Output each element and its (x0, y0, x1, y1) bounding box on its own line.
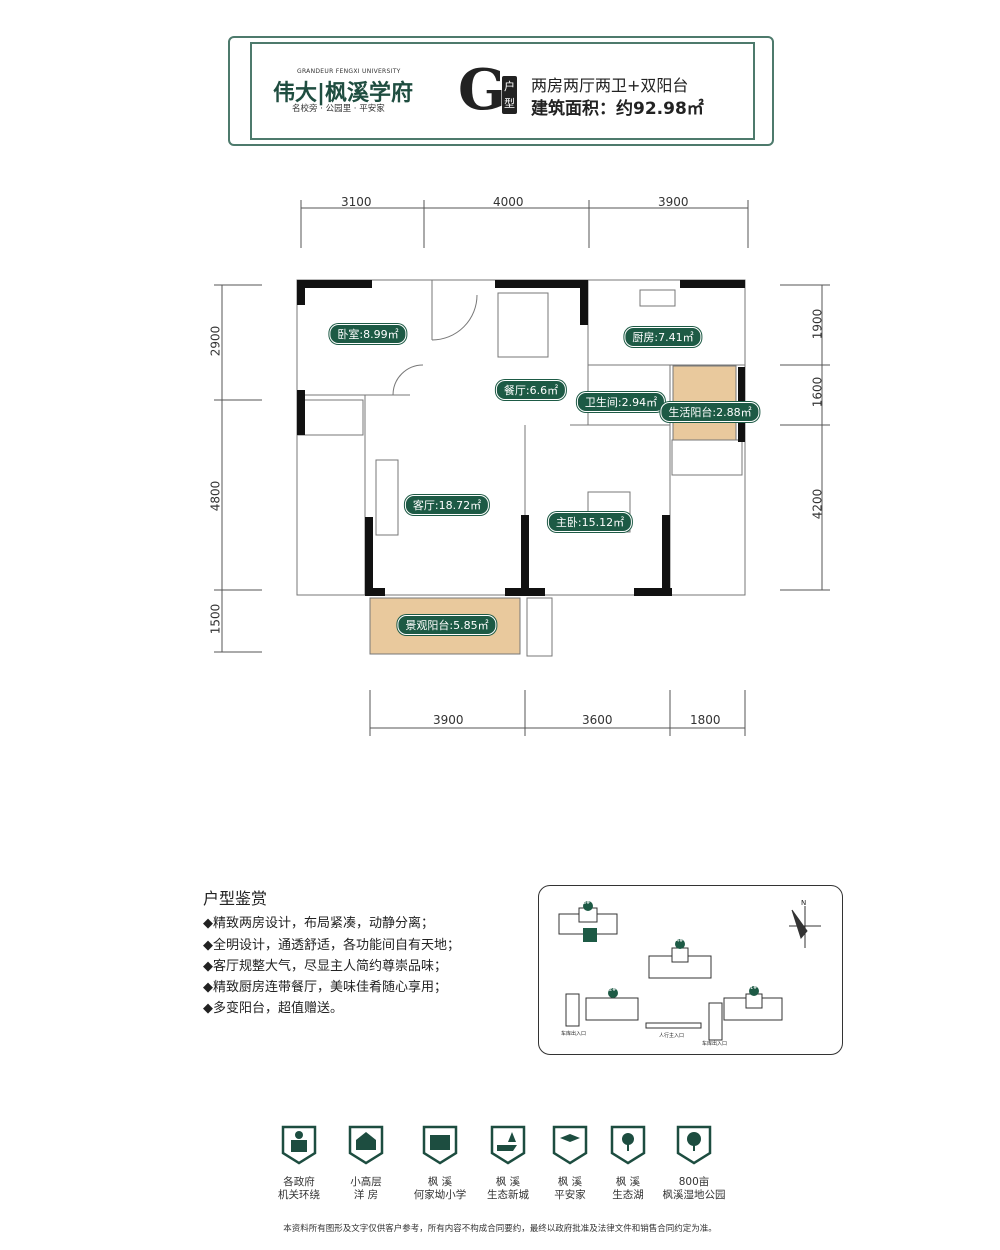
building-4-label: 4# (676, 938, 684, 944)
dim-bottom-2: 3600 (582, 713, 613, 727)
room-label-bathroom: 卫生间:2.94㎡ (576, 392, 666, 412)
room-label-view-balcony: 景观阳台:5.85㎡ (397, 615, 497, 635)
unit-location-marker (583, 928, 597, 942)
dim-top-1: 3100 (341, 195, 372, 209)
dim-right-3: 4200 (810, 488, 825, 520)
amenity-label: 枫 溪 生态湖 (612, 1176, 644, 1201)
book-icon (422, 1125, 458, 1165)
intro-item: ◆精致厨房连带餐厅，美味佳肴随心享用； (203, 980, 447, 995)
brand-logo: 伟大|枫溪学府 (273, 81, 414, 106)
building-2-label: 2# (609, 987, 617, 993)
tree-icon (676, 1125, 712, 1165)
room-label-living: 客厅:18.72㎡ (404, 495, 490, 515)
unit-letter: G (458, 57, 506, 123)
thick-walls (297, 280, 745, 596)
dim-top-2: 4000 (493, 195, 524, 209)
dim-left-1: 2900 (208, 325, 223, 357)
site-plan: 3# 4# 2# 1# N 车库出入口 人行主入口 车库出入口 (538, 885, 843, 1055)
intro-item: ◆精致两房设计，布局紧凑，动静分离； (203, 916, 434, 931)
site-plan-drawing (558, 901, 821, 1041)
dim-right-2: 1600 (810, 376, 825, 408)
north-label: N (801, 899, 807, 907)
header-scroll-frame (228, 36, 774, 146)
amenity-label: 800亩 枫溪湿地公园 (662, 1176, 726, 1201)
header-inner-frame (250, 42, 755, 140)
room-label-bedroom: 卧室:8.99㎡ (329, 324, 407, 344)
room-label-master: 主卧:15.12㎡ (547, 512, 633, 532)
building-1-label: 1# (750, 985, 758, 991)
entrance-label: 人行主入口 (659, 1033, 685, 1039)
dim-bottom-3: 1800 (690, 713, 721, 727)
dim-right-1: 1900 (810, 308, 825, 340)
disclaimer: 本资料所有图形及文字仅供客户参考，所有内容不构成合同要约，最终以政府批准及法律文… (283, 1224, 717, 1234)
intro-title: 户型鉴赏 (203, 889, 268, 908)
brand-english: GRANDEUR FENGXI UNIVERSITY (297, 68, 401, 75)
room-label-dining: 餐厅:6.6㎡ (495, 380, 567, 400)
dim-top-3: 3900 (658, 195, 689, 209)
official-icon (281, 1125, 317, 1165)
intro-item: ◆客厅规整大气，尽显主人简约尊崇品味； (203, 959, 447, 974)
amenity-label: 各政府 机关环绕 (278, 1176, 320, 1201)
dim-left-3: 1500 (208, 603, 223, 635)
amenity-icons (281, 1125, 712, 1165)
building-3-label: 3# (583, 900, 591, 906)
unit-tag: 户型 (502, 76, 517, 114)
amenity-label: 小高层 洋 房 (350, 1176, 382, 1201)
layout-description: 两房两厅两卫+双阳台 (531, 76, 689, 95)
graduation-cap-icon (552, 1125, 588, 1165)
dimension-lines (214, 200, 830, 736)
floor-plan (214, 200, 830, 736)
room-label-kitchen: 厨房:7.41㎡ (624, 327, 702, 347)
intro-item: ◆全明设计，通透舒适，各功能间自有天地； (203, 938, 460, 953)
lake-tree-icon (610, 1125, 646, 1165)
entrance-label: 车库出入口 (561, 1031, 587, 1037)
landscape-icon (490, 1125, 526, 1165)
dim-bottom-1: 3900 (433, 713, 464, 727)
area-description: 建筑面积：约92.98㎡ (531, 99, 704, 119)
brand-slogan: 名校旁 · 公园里 · 平安家 (292, 104, 385, 114)
dim-left-2: 4800 (208, 480, 223, 512)
house-icon (348, 1125, 384, 1165)
room-label-utility-balcony: 生活阳台:2.88㎡ (660, 402, 760, 422)
amenity-label: 枫 溪 平安家 (554, 1176, 586, 1201)
amenity-label: 枫 溪 何家坳小学 (413, 1176, 467, 1201)
entrance-label: 车库出入口 (702, 1041, 728, 1047)
intro-item: ◆多变阳台，超值赠送。 (203, 1001, 343, 1016)
amenity-label: 枫 溪 生态新城 (487, 1176, 529, 1201)
